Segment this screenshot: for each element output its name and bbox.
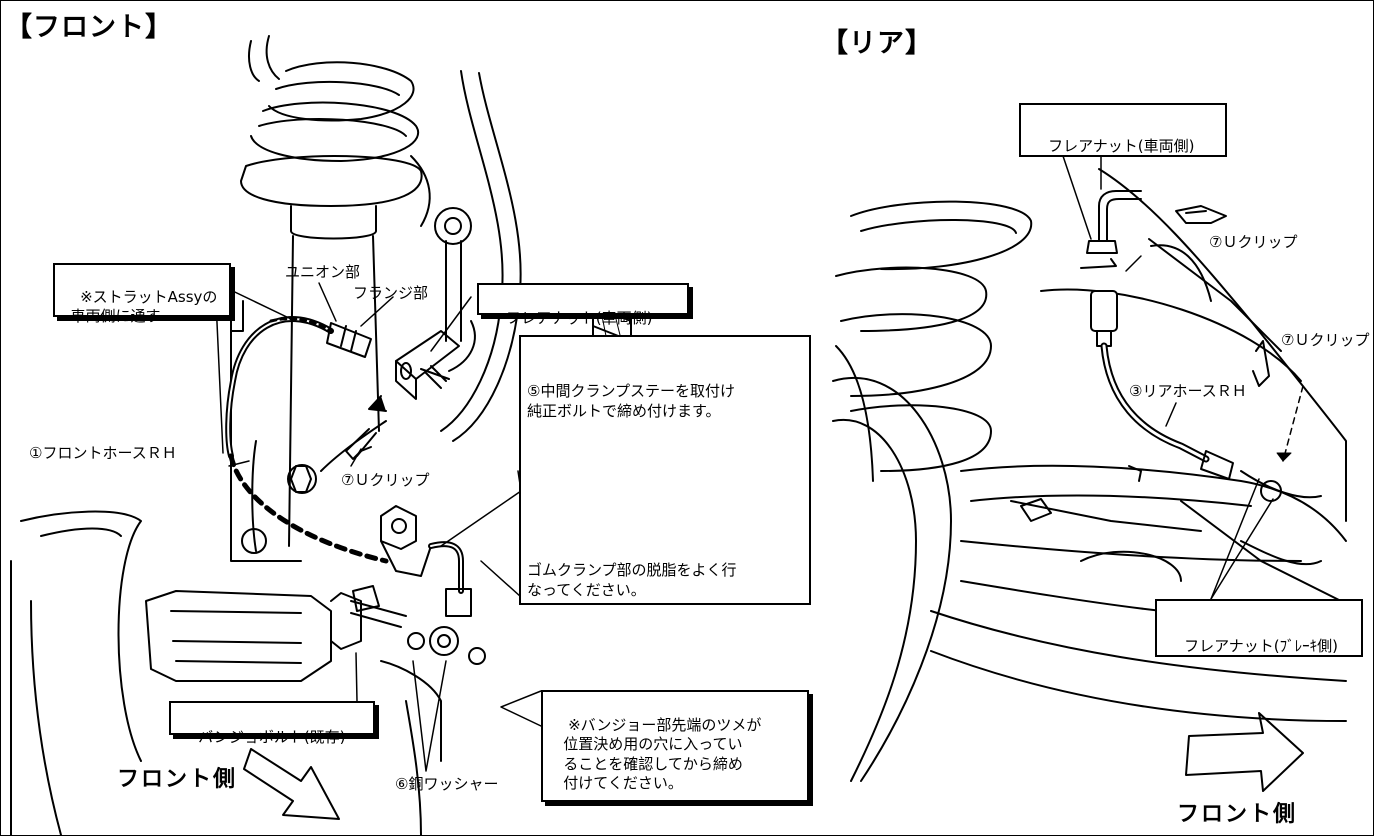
front-direction-arrow — [243, 748, 340, 820]
banjo-bolt-text: バンジョボルト(既存) — [198, 727, 346, 746]
rear-flare-nut-vehicle-text: フレアナット(車両側) — [1048, 136, 1195, 155]
front-side-label: フロント側 — [117, 767, 238, 792]
front-caliper-assembly — [10, 505, 486, 835]
front-u-clip-label: ⑦Ｕクリップ — [341, 471, 430, 489]
copper-washer-label: ⑥銅ワッシャー — [395, 775, 499, 793]
rear-suspension-arm — [930, 464, 1347, 722]
rear-body-panel — [1040, 168, 1347, 522]
flange-label: フランジ部 — [353, 284, 429, 302]
front-u-clip-drawing — [345, 428, 377, 460]
banjo-bolt-callout: バンジョボルト(既存) — [169, 701, 375, 746]
front-flare-nut-text: フレアナット(車両側) — [506, 308, 653, 327]
rear-flare-nut-vehicle-callout: フレアナット(車両側) — [1019, 103, 1227, 157]
rear-section-title: 【リア】 — [821, 28, 933, 59]
front-stabilizer — [410, 70, 522, 442]
rear-brake-hose — [1090, 290, 1322, 502]
strut-note-callout: ※ストラットAssyの 車両側に通す — [53, 263, 231, 325]
rear-flare-nut-brake-text: フレアナット(ﾌﾞﾚｰｷ側) — [1184, 636, 1338, 655]
strut-note-text: ※ストラットAssyの 車両側に通す — [70, 287, 218, 326]
rear-hard-line — [1080, 190, 1142, 269]
front-strut — [230, 205, 387, 562]
rear-front-side-label: フロント側 — [1177, 802, 1298, 827]
rear-leader-lines — [1062, 155, 1304, 600]
rear-hose-label: ③リアホースＲＨ — [1129, 382, 1247, 400]
rear-u-clip-label-1: ⑦Ｕクリップ — [1209, 233, 1298, 251]
front-coil-spring — [240, 35, 423, 207]
front-hose-label: ①フロントホースＲＨ — [29, 444, 177, 462]
rear-flare-nut-brake-callout: フレアナット(ﾌﾞﾚｰｷ側) — [1155, 599, 1363, 657]
rear-u-clip-label-2: ⑦Ｕクリップ — [1281, 331, 1370, 349]
front-flare-nut-callout: フレアナット(車両側) — [477, 283, 689, 327]
rear-coil-spring — [832, 200, 1033, 782]
front-leader-lines — [215, 282, 542, 772]
front-bracket — [368, 320, 476, 412]
clamp-note-bottom: ゴムクランプ部の脱脂をよく行 なってください。 — [527, 561, 737, 599]
front-brake-hose — [225, 316, 389, 564]
clamp-stay-callout: ⑤中間クランプステーを取付け 純正ボルトで締め付けます。 ゴムクランプ部の脱脂を… — [519, 335, 811, 605]
clamp-note-top: ⑤中間クランプステーを取付け 純正ボルトで締め付けます。 — [527, 382, 735, 420]
union-label: ユニオン部 — [285, 263, 361, 281]
banjo-note-callout: ※バンジョー部先端のツメが 位置決め用の穴に入ってい ることを確認してから締め … — [541, 690, 809, 802]
rear-direction-arrow — [1185, 712, 1304, 792]
front-section-title: 【フロント】 — [5, 12, 173, 43]
rear-u-clip-drawings — [1175, 205, 1270, 387]
banjo-note-text: ※バンジョー部先端のツメが 位置決め用の穴に入ってい ることを確認してから締め … — [563, 715, 762, 793]
